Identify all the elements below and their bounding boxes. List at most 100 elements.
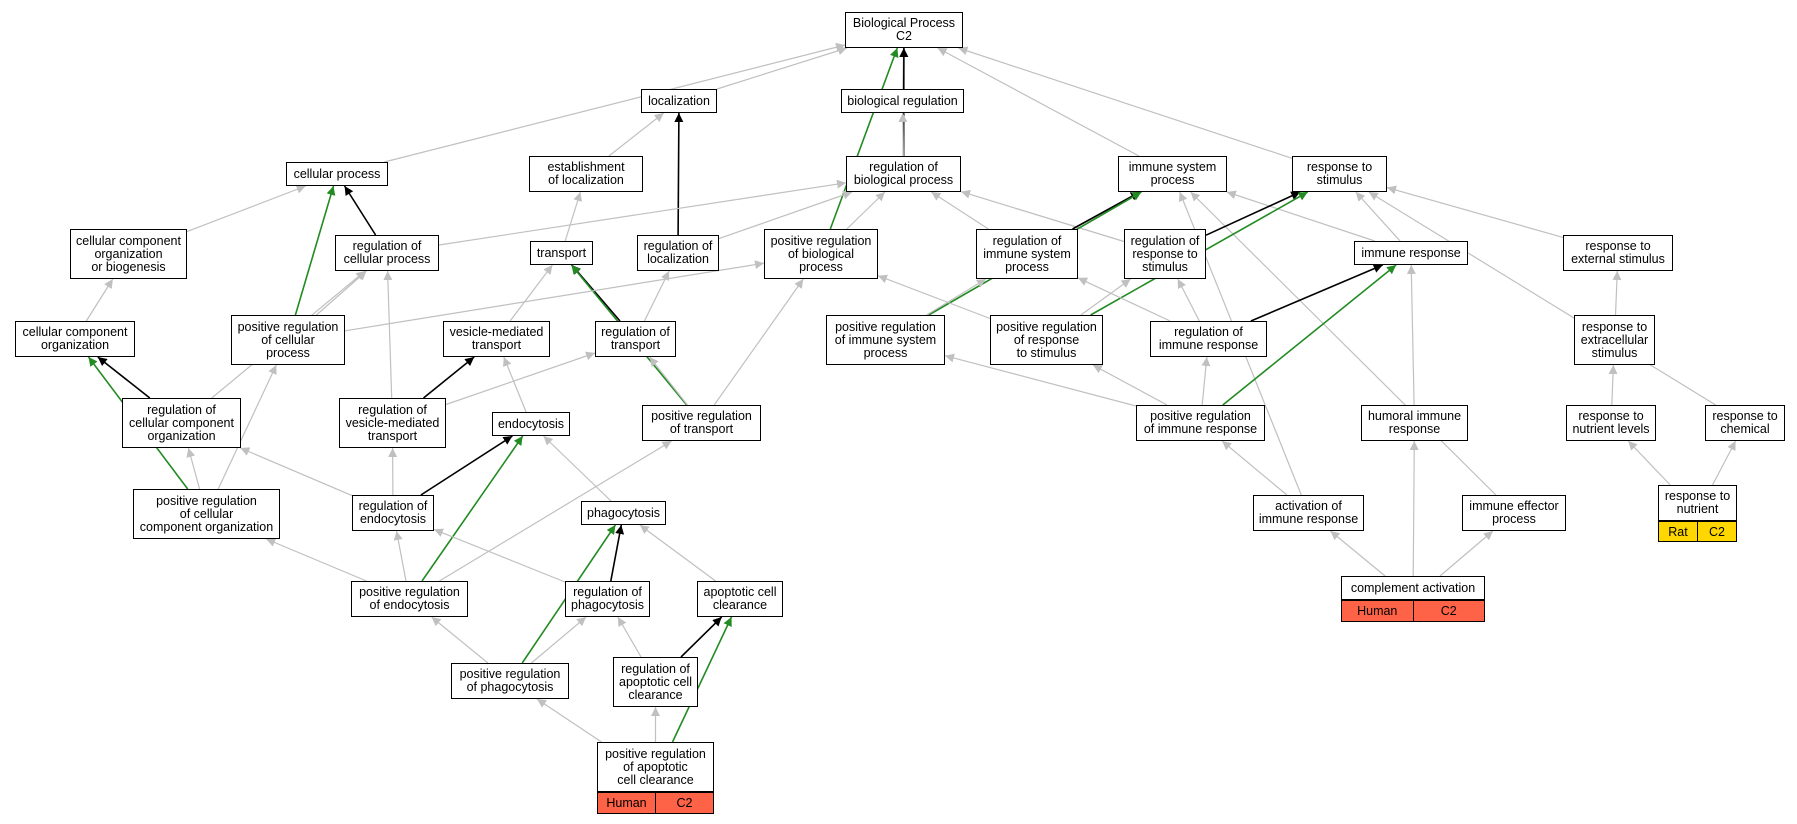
- go-term-hir: humoral immune response: [1361, 405, 1468, 441]
- edge-is_a-vmt-to-transport: [509, 264, 553, 322]
- go-term-rtecs: response to extracellular stimulus: [1574, 315, 1655, 365]
- edge-is_a-posregendo-to-regendo: [393, 530, 407, 582]
- go-term-regbp: regulation of biological process: [846, 156, 961, 192]
- edge-is_a-posregir-to-regir: [1201, 356, 1211, 406]
- edge-is_a-ir-to-isp: [1226, 190, 1375, 242]
- edge-is_a-rtnl-to-rtecs: [1608, 364, 1618, 406]
- edge-is_a-phago-to-endo: [543, 435, 612, 502]
- go-term-posregisp: positive regulation of immune system pro…: [826, 315, 945, 365]
- edge-is_a-posregtrans-to-posregbp: [713, 278, 804, 406]
- go-term-vmt: vesicle-mediated transport: [443, 321, 550, 357]
- go-term-actir: activation of immune response: [1253, 495, 1364, 531]
- edge-positively_regulates-posregcp-to-cp: [294, 185, 336, 316]
- edge-is_a-cco-to-ccob: [85, 278, 114, 322]
- annotation-class: C2: [1697, 522, 1736, 541]
- edge-is_a-posregrts-to-regrts: [1080, 278, 1131, 316]
- go-term-cp: cellular process: [286, 162, 388, 186]
- annotation-species: Rat: [1668, 524, 1688, 539]
- edge-is_a-posregacc-to-posregphago: [536, 698, 602, 743]
- go-term-iep: immune effector process: [1462, 495, 1566, 531]
- go-term-regphago: regulation of phagocytosis: [565, 581, 650, 617]
- go-term-estloc: establishment of localization: [529, 156, 643, 192]
- edge-is_a-loc-to-bp: [716, 46, 848, 90]
- edge-is_a-regloc-to-regbp: [718, 190, 853, 240]
- annotation-species: Human: [606, 796, 647, 810]
- go-term-endo: endocytosis: [492, 412, 570, 436]
- edge-part_of-regisp-to-isp: [1072, 191, 1141, 230]
- edge-is_a-rtecs-to-rtes: [1612, 270, 1622, 316]
- go-term-ccob: cellular component organization or bioge…: [70, 229, 187, 279]
- edge-is_a-posregcp-to-regcp: [316, 270, 367, 316]
- go-term-regcp: regulation of cellular process: [335, 235, 439, 271]
- go-term-posregbp: positive regulation of biological proces…: [764, 229, 878, 279]
- go-term-acc: apoptotic cell clearance: [697, 581, 783, 617]
- go-term-regtrans: regulation of transport: [595, 321, 676, 357]
- go-term-rtnl: response to nutrient levels: [1566, 405, 1656, 441]
- edge-is_a-transport-to-estloc: [564, 191, 583, 242]
- edge-is_a-posregcco-to-regcco: [186, 447, 201, 490]
- go-term-posregrts: positive regulation of response to stimu…: [990, 315, 1103, 365]
- edge-is_a-posregendo-to-posregcco: [265, 538, 367, 582]
- edge-is_a-posregcp-to-posregbp: [344, 260, 765, 332]
- go-term-regrts: regulation of response to stimulus: [1124, 229, 1206, 279]
- go-term-regisp: regulation of immune system process: [976, 229, 1078, 279]
- go-term-rtc: response to chemical: [1705, 405, 1785, 441]
- edge-is_a-regacc-to-regphago: [617, 616, 642, 658]
- edge-is_a-posregrts-to-posregbp: [877, 274, 991, 320]
- edge-is_a-posregisp-to-regisp: [926, 278, 987, 316]
- edge-is_a-rtes-to-rts: [1386, 185, 1564, 238]
- edge-is_a-ca-to-iep: [1439, 530, 1494, 577]
- go-term-regcco: regulation of cellular component organiz…: [122, 398, 241, 448]
- edge-part_of-regrts-to-rts: [1205, 191, 1301, 236]
- edge-is_a-estloc-to-loc: [608, 112, 665, 157]
- go-term-ca: complement activation: [1341, 576, 1485, 600]
- go-term-cco: cellular component organization: [15, 321, 135, 357]
- edge-is_a-hir-to-ir: [1406, 264, 1416, 406]
- go-term-loc: localization: [641, 89, 717, 113]
- edge-is_a-regtrans-to-regloc: [643, 270, 670, 322]
- edge-positively_regulates-posregbp-to-bp: [829, 47, 899, 230]
- go-term-posregacc: positive regulation of apoptotic cell cl…: [597, 742, 714, 792]
- go-term-bp: Biological Process C2: [845, 12, 963, 48]
- annotation-bar-posregacc: Human C2: [597, 792, 714, 814]
- edge-is_a-acc-to-phago: [639, 524, 716, 582]
- edge-is_a-regendo-to-regcco: [240, 447, 353, 497]
- edge-is_a-iep-to-isp: [1190, 191, 1497, 496]
- go-term-regir: regulation of immune response: [1150, 321, 1267, 357]
- edge-is_a-posregir-to-posregrts: [1092, 364, 1168, 406]
- edge-part_of-regir-to-ir: [1250, 264, 1384, 322]
- edge-is_a-regir-to-regisp: [1077, 277, 1171, 322]
- go-term-regendo: regulation of endocytosis: [352, 495, 434, 531]
- edge-is_a-posregphago-to-regphago: [531, 616, 587, 664]
- edge-part_of-regacc-to-acc: [680, 616, 723, 658]
- go-term-rtn: response to nutrient: [1658, 485, 1737, 521]
- edge-is_a-rtn-to-rtc: [1711, 440, 1737, 486]
- edge-part_of-regvmt-to-vmt: [422, 356, 475, 399]
- edge-is_a-posregbp-to-regbp: [846, 191, 886, 230]
- edge-is_a-rtn-to-rtnl: [1627, 440, 1671, 486]
- go-term-posregphago: positive regulation of phagocytosis: [451, 663, 569, 699]
- edge-is_a-posregphago-to-posregendo: [431, 616, 489, 664]
- go-term-regloc: regulation of localization: [637, 235, 719, 271]
- annotation-species: Human: [1357, 604, 1398, 618]
- edge-positively_regulates-posregir-to-ir: [1222, 264, 1397, 406]
- edge-is_a-regphago-to-regendo: [433, 528, 566, 583]
- go-term-posregtrans: positive regulation of transport: [642, 405, 761, 441]
- edge-is_a-ir-to-rts: [1355, 191, 1401, 242]
- edge-is_a-regrts-to-regbp: [960, 189, 1125, 243]
- edge-is_a-posregtrans-to-regtrans: [649, 356, 688, 406]
- go-term-posregir: positive regulation of immune response: [1136, 405, 1265, 441]
- go-term-posregcco: positive regulation of cellular componen…: [133, 489, 280, 539]
- edge-is_a-regbp-to-breg: [898, 112, 908, 157]
- edge-part_of-regcco-to-cco: [97, 356, 151, 399]
- annotation-bar-rtn: Rat C2: [1658, 521, 1737, 542]
- annotation-class: C2: [655, 793, 713, 813]
- edge-is_a-isp-to-bp: [937, 47, 1140, 157]
- edge-part_of-regphago-to-phago: [610, 524, 625, 582]
- edge-is_a-rtc-to-rts: [1368, 191, 1717, 406]
- go-term-rts: response to stimulus: [1292, 156, 1387, 192]
- edge-is_a-cp-to-bp: [384, 42, 846, 163]
- edge-positively_regulates-posregendo-to-endo: [421, 435, 524, 582]
